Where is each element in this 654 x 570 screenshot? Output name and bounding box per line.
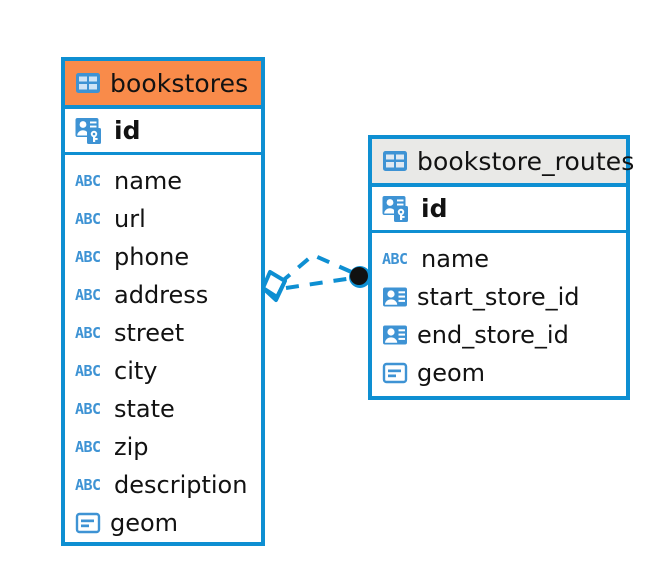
table-bookstore-routes-field-list: ABC name start_store_id [372,233,626,400]
abc-text-icon: ABC [75,285,101,304]
field-label: address [114,281,209,309]
field-label: description [114,471,248,499]
field-row[interactable]: ABC description [65,466,261,504]
field-row[interactable]: ABC phone [65,238,261,276]
field-row[interactable]: ABC name [65,162,261,200]
field-row[interactable]: ABC street [65,314,261,352]
field-row[interactable]: ABC state [65,390,261,428]
table-bookstore-routes-title: bookstore_routes [417,146,635,176]
field-label: city [114,357,158,385]
table-bookstores-primary-key-row[interactable]: id [65,109,261,155]
table-bookstores-primary-key-label: id [114,116,141,145]
foreign-key-icon [382,322,408,348]
field-label: state [114,395,175,423]
field-label: zip [114,433,149,461]
field-row[interactable]: end_store_id [372,316,626,354]
field-label: phone [114,243,190,271]
abc-text-icon: ABC [75,475,101,494]
table-icon [382,148,408,174]
table-bookstores-field-list: ABC name ABC url ABC phone ABC address A… [65,155,261,550]
field-label: name [114,167,183,195]
field-label: url [114,205,146,233]
primary-key-icon [75,117,105,145]
field-row[interactable]: start_store_id [372,278,626,316]
table-bookstores-header[interactable]: bookstores [65,61,261,109]
primary-key-icon [382,195,412,223]
table-bookstore-routes[interactable]: bookstore_routes id [368,135,634,400]
abc-text-icon: ABC [382,249,408,268]
relationship-line-lower [285,276,354,290]
relationship-diamond-marker [261,270,287,302]
geometry-icon [382,360,408,386]
field-row[interactable]: ABC url [65,200,261,238]
field-label: end_store_id [417,321,569,349]
field-label: street [114,319,185,347]
field-row[interactable]: ABC address [65,276,261,314]
field-row[interactable]: ABC zip [65,428,261,466]
table-bookstore-routes-header[interactable]: bookstore_routes [372,139,634,187]
table-bookstore-routes-primary-key-row[interactable]: id [372,187,626,233]
abc-text-icon: ABC [75,361,101,380]
abc-text-icon: ABC [75,399,101,418]
field-row[interactable]: geom [65,504,261,542]
table-icon [75,70,101,96]
relationship-line-upper [278,252,357,285]
table-bookstores-title: bookstores [110,68,249,98]
field-label: name [421,245,490,273]
table-bookstores[interactable]: bookstores id [61,57,265,546]
abc-text-icon: ABC [75,323,101,342]
geometry-icon [75,510,101,536]
field-row[interactable]: ABC name [372,240,626,278]
field-row[interactable]: ABC city [65,352,261,390]
table-bookstore-routes-primary-key-label: id [421,194,448,223]
foreign-key-icon [382,284,408,310]
field-row[interactable]: geom [372,354,626,392]
field-label: geom [417,359,486,387]
abc-text-icon: ABC [75,247,101,266]
abc-text-icon: ABC [75,171,101,190]
abc-text-icon: ABC [75,209,101,228]
field-label: start_store_id [417,283,580,311]
field-label: geom [110,509,179,537]
abc-text-icon: ABC [75,437,101,456]
